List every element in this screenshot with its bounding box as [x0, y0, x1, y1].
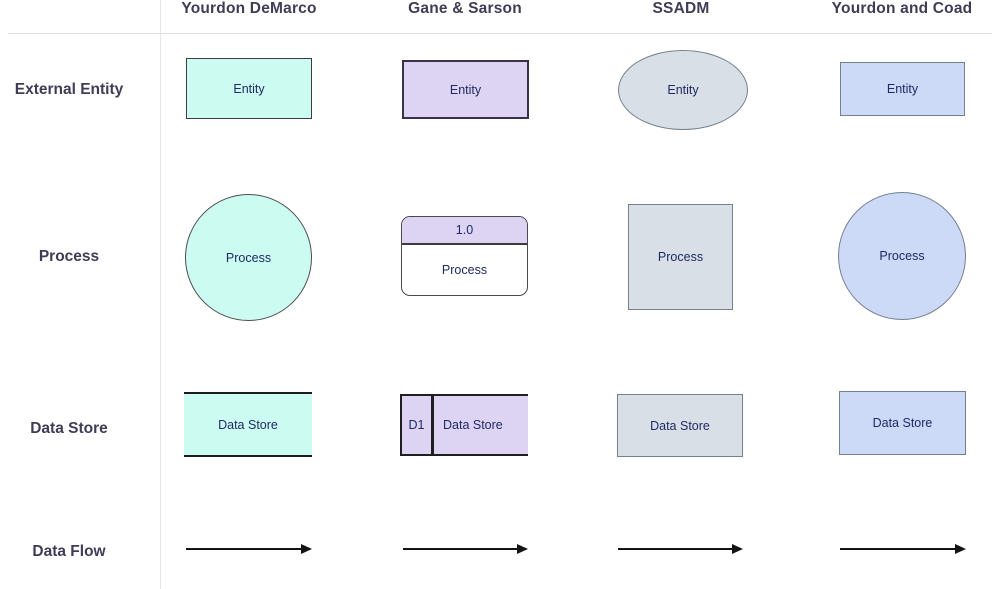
- arrow-head-icon: [955, 543, 966, 554]
- column-header-gane-sarson: Gane & Sarson: [408, 0, 522, 17]
- yourdon-demarco-process-circle: Process: [185, 194, 312, 321]
- ssadm-data-flow-arrow: [618, 543, 743, 555]
- yourdon-demarco-data-flow-arrow: [186, 543, 312, 555]
- ssadm-data-store-rectangle: Data Store: [617, 394, 743, 457]
- gane-sarson-data-store-open-rectangle: D1 Data Store: [400, 394, 528, 456]
- yourdon-coad-process-circle: Process: [838, 192, 966, 320]
- column-header-yourdon-coad: Yourdon and Coad: [831, 0, 973, 17]
- row-label-process: Process: [38, 248, 100, 265]
- arrow-line: [840, 548, 958, 550]
- ssadm-process-square: Process: [628, 204, 733, 310]
- arrow-head-icon: [732, 543, 743, 554]
- column-header-yourdon-demarco: Yourdon DeMarco: [181, 0, 317, 17]
- yourdon-coad-data-flow-arrow: [840, 543, 966, 555]
- arrow-head-icon: [301, 543, 312, 554]
- gane-sarson-process-number-band: 1.0: [402, 217, 527, 245]
- yourdon-coad-entity-rectangle: Entity: [840, 62, 965, 116]
- arrow-line: [403, 548, 520, 550]
- gane-sarson-data-flow-arrow: [403, 543, 528, 555]
- arrow-line: [618, 548, 735, 550]
- column-header-ssadm: SSADM: [652, 0, 710, 17]
- yourdon-coad-data-store-rectangle: Data Store: [839, 391, 966, 455]
- arrow-line: [186, 548, 304, 550]
- row-label-external-entity: External Entity: [14, 81, 124, 98]
- gane-sarson-process-body: Process: [441, 263, 488, 277]
- yourdon-demarco-data-store-open-rectangle: Data Store: [184, 392, 312, 457]
- yourdon-demarco-entity-rectangle: Entity: [186, 58, 312, 119]
- row-label-data-flow: Data Flow: [32, 543, 106, 560]
- column-divider-line: [160, 0, 161, 589]
- gane-sarson-data-store-name: Data Store: [443, 418, 503, 432]
- gane-sarson-process-rounded-rectangle: 1.0 Process: [401, 216, 528, 296]
- gane-sarson-entity-rectangle: Entity: [402, 60, 529, 119]
- ssadm-entity-ellipse: Entity: [618, 50, 748, 130]
- row-label-data-store: Data Store: [30, 420, 108, 437]
- gane-sarson-data-store-id-compartment: D1: [402, 396, 434, 454]
- arrow-head-icon: [517, 543, 528, 554]
- header-divider-line: [8, 33, 992, 34]
